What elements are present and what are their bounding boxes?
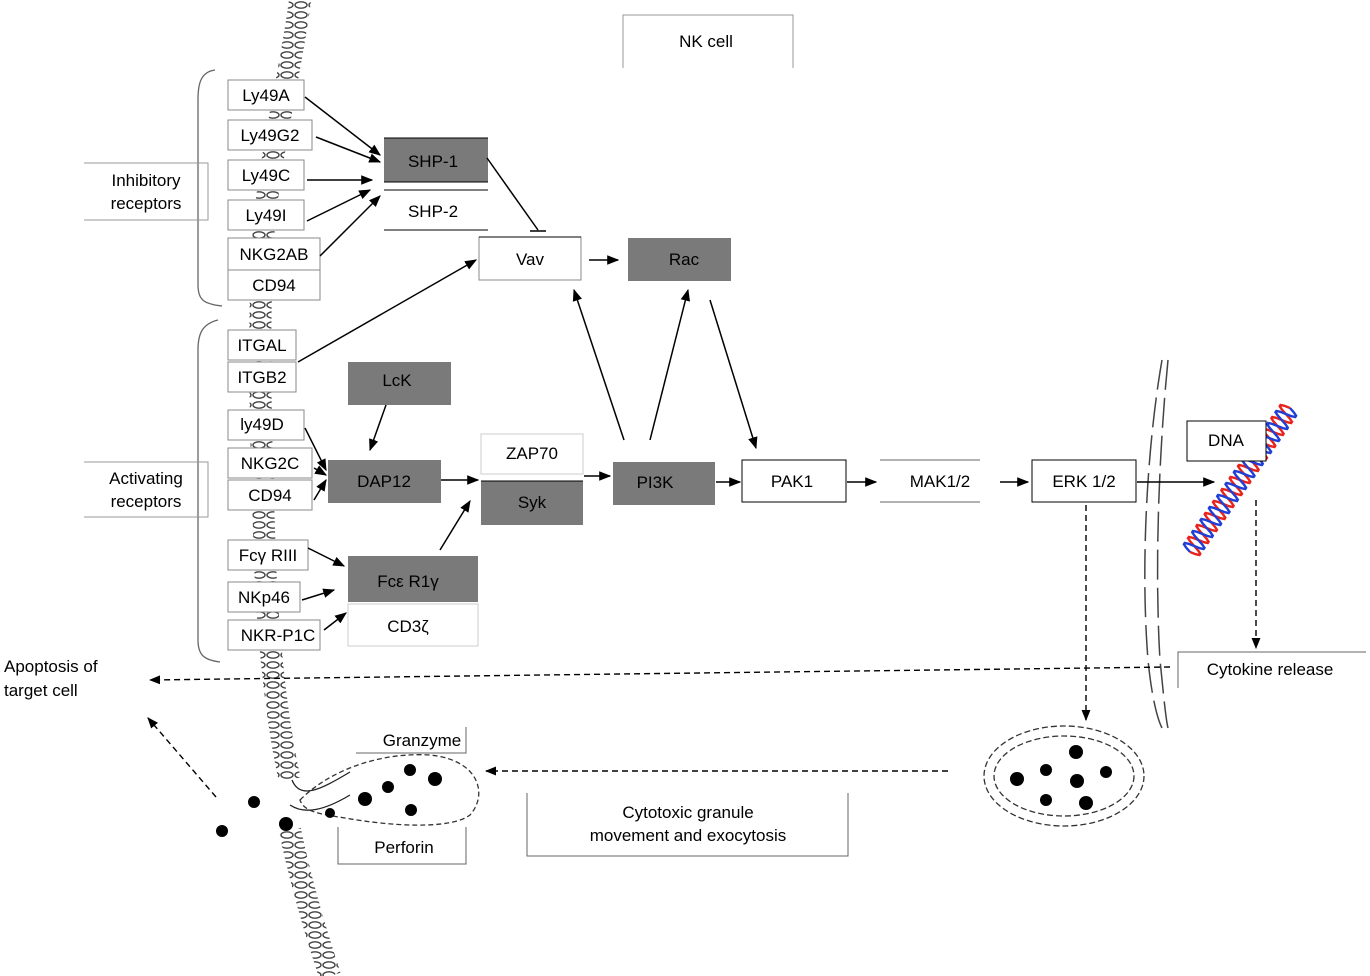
receptor-braces xyxy=(197,69,223,663)
svg-text:Rac: Rac xyxy=(669,250,700,269)
receptor-nkrp1c: NKR-P1C xyxy=(227,619,321,651)
svg-text:LcK: LcK xyxy=(382,371,412,390)
receptor-ly49g2: Ly49G2 xyxy=(227,119,313,151)
svg-text:ERK 1/2: ERK 1/2 xyxy=(1052,472,1115,491)
activating-receptors-label: Activating receptors xyxy=(84,461,209,518)
receptor-ly49d: ly49D xyxy=(227,409,305,441)
cell-title-box: NK cell xyxy=(622,14,794,68)
svg-text:ly49D: ly49D xyxy=(240,415,283,434)
svg-text:NKG2AB: NKG2AB xyxy=(240,245,309,264)
svg-text:Perforin: Perforin xyxy=(374,838,434,857)
receptor-itgb2: ITGB2 xyxy=(227,361,297,393)
node-zap70: ZAP70 xyxy=(480,433,584,475)
svg-text:Cytotoxic granule: Cytotoxic granule xyxy=(622,803,753,822)
svg-text:target cell: target cell xyxy=(4,681,78,700)
node-pi3k: PI3K xyxy=(613,462,715,505)
node-vav: Vav xyxy=(478,236,582,281)
node-shp2: SHP-2 xyxy=(384,189,488,231)
node-mak12: MAK1/2 xyxy=(880,459,980,503)
receptor-nkp46: NKp46 xyxy=(227,581,301,613)
svg-text:Syk: Syk xyxy=(518,493,547,512)
svg-text:Granzyme: Granzyme xyxy=(383,731,461,750)
svg-text:Ly49G2: Ly49G2 xyxy=(241,126,300,145)
node-dap12: DAP12 xyxy=(328,460,441,503)
granzyme-label: Granzyme xyxy=(356,727,467,754)
secretory-vesicle xyxy=(983,725,1145,827)
receptor-cd94-activating: CD94 xyxy=(227,479,313,511)
svg-text:Fcε R1γ: Fcε R1γ xyxy=(377,572,439,591)
node-pak1: PAK1 xyxy=(741,459,847,503)
svg-text:CD3ζ: CD3ζ xyxy=(387,617,429,636)
receptor-fcgr3: Fcγ RIII xyxy=(227,539,309,571)
receptor-ly49i: Ly49I xyxy=(227,199,305,231)
receptor-itgal: ITGAL xyxy=(227,329,297,361)
svg-text:Fcγ RIII: Fcγ RIII xyxy=(239,546,298,565)
receptor-ly49a: Ly49A xyxy=(227,79,305,111)
receptor-nkg2ab: NKG2AB xyxy=(227,237,321,271)
svg-text:DNA: DNA xyxy=(1208,431,1245,450)
svg-text:Inhibitory: Inhibitory xyxy=(112,171,181,190)
nuclear-membrane xyxy=(1144,359,1169,729)
svg-text:NKR-P1C: NKR-P1C xyxy=(241,626,316,645)
inhibitory-receptors-label: Inhibitory receptors xyxy=(84,162,209,221)
svg-text:Ly49C: Ly49C xyxy=(242,166,291,185)
node-syk: Syk xyxy=(481,480,583,525)
svg-text:CD94: CD94 xyxy=(252,276,295,295)
svg-text:ZAP70: ZAP70 xyxy=(506,444,558,463)
svg-text:SHP-1: SHP-1 xyxy=(408,152,458,171)
cytokine-release-label: Cytokine release xyxy=(1177,651,1366,688)
node-shp1: SHP-1 xyxy=(384,137,488,183)
svg-text:receptors: receptors xyxy=(111,492,182,511)
svg-text:Cytokine release: Cytokine release xyxy=(1207,660,1334,679)
node-erk12: ERK 1/2 xyxy=(1031,459,1137,503)
pathway-arrows xyxy=(297,96,1216,631)
node-cd3z: CD3ζ xyxy=(347,603,479,647)
node-dna: DNA xyxy=(1186,420,1267,462)
receptor-nkg2c: NKG2C xyxy=(227,447,313,479)
node-rac: Rac xyxy=(628,238,731,281)
receptor-cd94-inhibitory: CD94 xyxy=(227,269,321,301)
cytotoxic-granule-label: Cytotoxic granule movement and exocytosi… xyxy=(526,793,849,857)
dashed-arrows xyxy=(147,500,1261,798)
svg-text:MAK1/2: MAK1/2 xyxy=(910,472,970,491)
svg-text:Vav: Vav xyxy=(516,250,545,269)
svg-text:CD94: CD94 xyxy=(248,486,291,505)
receptor-ly49c: Ly49C xyxy=(227,159,305,191)
node-lck: LcK xyxy=(348,362,451,405)
svg-text:ITGB2: ITGB2 xyxy=(237,368,286,387)
svg-text:Ly49A: Ly49A xyxy=(242,86,290,105)
dna-strand xyxy=(1182,407,1298,553)
svg-text:SHP-2: SHP-2 xyxy=(408,202,458,221)
svg-text:ITGAL: ITGAL xyxy=(237,336,286,355)
svg-text:PAK1: PAK1 xyxy=(771,472,813,491)
dna-helix-graphic xyxy=(1182,403,1298,557)
svg-text:Ly49I: Ly49I xyxy=(246,206,287,225)
cell-title: NK cell xyxy=(679,32,733,51)
svg-text:receptors: receptors xyxy=(111,194,182,213)
svg-text:PI3K: PI3K xyxy=(637,473,675,492)
svg-text:DAP12: DAP12 xyxy=(357,472,411,491)
perforin-label: Perforin xyxy=(337,827,467,865)
svg-text:movement and exocytosis: movement and exocytosis xyxy=(590,826,787,845)
svg-text:Apoptosis of: Apoptosis of xyxy=(4,657,98,676)
node-fcer1g: Fcε R1γ xyxy=(348,556,478,602)
svg-text:NKp46: NKp46 xyxy=(238,588,290,607)
svg-text:Activating: Activating xyxy=(109,469,183,488)
apoptosis-label: Apoptosis of target cell xyxy=(4,657,98,700)
svg-text:NKG2C: NKG2C xyxy=(241,454,300,473)
exocytosis-pocket xyxy=(216,754,480,837)
